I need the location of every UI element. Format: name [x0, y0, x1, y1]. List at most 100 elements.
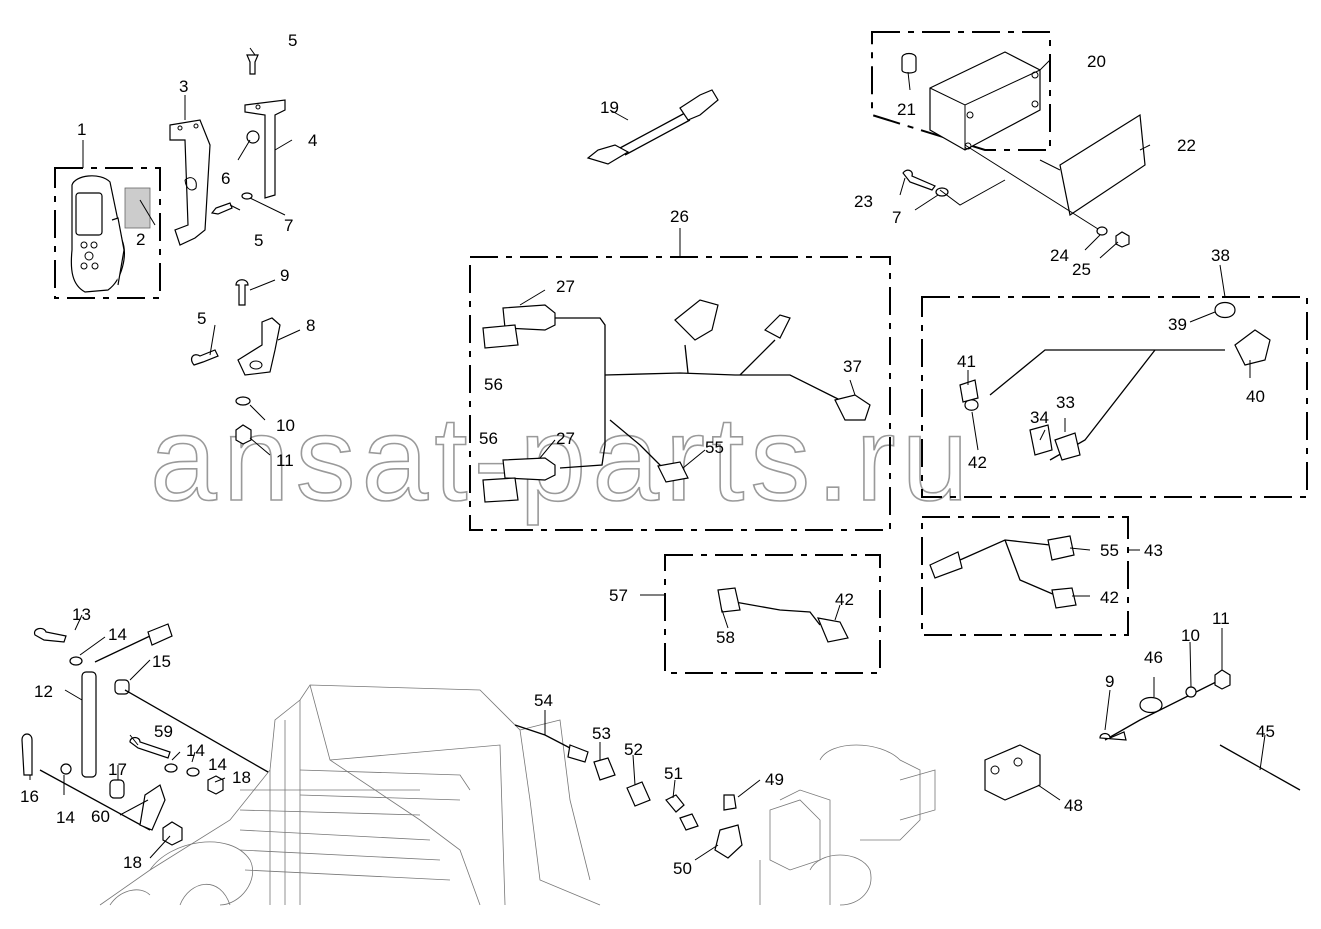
- callout-11b: 11: [1212, 609, 1230, 628]
- callout-20: 20: [1087, 52, 1106, 71]
- hydraulic-block-48: [984, 744, 1041, 801]
- handheld-terminal: [70, 175, 125, 293]
- callout-22: 22: [1177, 136, 1196, 155]
- callout-58: 58: [716, 628, 735, 647]
- group-box-26: [469, 256, 891, 531]
- callout-45: 45: [1256, 722, 1275, 741]
- bracket-3: [169, 119, 211, 246]
- callout-11a: 11: [276, 451, 294, 470]
- callout-19: 19: [600, 98, 619, 117]
- callout-42c: 42: [835, 590, 854, 609]
- callout-52: 52: [624, 740, 643, 759]
- callout-55a: 55: [705, 438, 724, 457]
- callout-18a: 18: [232, 768, 251, 787]
- bracket-8: [237, 317, 281, 376]
- callout-3: 3: [179, 77, 188, 96]
- screw-5b: [210, 202, 233, 215]
- machine-frame-drawing: [99, 684, 936, 906]
- callout-18b: 18: [123, 853, 142, 872]
- callout-34: 34: [1030, 408, 1049, 427]
- harness-43: [929, 535, 1077, 609]
- clamp-46: [1099, 669, 1231, 741]
- callout-27b: 27: [556, 429, 575, 448]
- callout-27a: 27: [556, 277, 575, 296]
- callout-12: 12: [34, 682, 53, 701]
- callout-57: 57: [609, 586, 628, 605]
- callout-24: 24: [1050, 246, 1069, 265]
- callout-25: 25: [1072, 260, 1091, 279]
- callout-9a: 9: [280, 266, 289, 285]
- harness-26: [482, 299, 871, 503]
- callout-38: 38: [1211, 246, 1230, 265]
- callout-55b: 55: [1100, 541, 1119, 560]
- callout-5b: 5: [254, 231, 263, 250]
- leader-lines-20: [939, 144, 1099, 230]
- callout-37: 37: [843, 357, 862, 376]
- callout-26: 26: [670, 207, 689, 226]
- callout-14b: 14: [186, 741, 205, 760]
- cable-57: [717, 587, 849, 643]
- nut-25: [1115, 231, 1130, 248]
- callout-1: 1: [77, 120, 86, 139]
- callout-7b: 7: [892, 208, 901, 227]
- callout-15: 15: [152, 652, 171, 671]
- cable-19: [586, 89, 719, 165]
- bracket-4: [244, 99, 286, 199]
- harness-38: [959, 301, 1271, 461]
- callout-2: 2: [136, 230, 145, 249]
- washer-7a: [241, 192, 253, 200]
- plate-22: [1059, 113, 1146, 216]
- group-box-43: [921, 516, 1129, 636]
- nut-11a: [235, 424, 252, 445]
- cap-21: [901, 52, 917, 74]
- callout-49: 49: [765, 770, 784, 789]
- screw-5a: [246, 54, 259, 75]
- group-box-1: [54, 167, 161, 299]
- callout-10a: 10: [276, 416, 295, 435]
- callout-16: 16: [20, 787, 39, 806]
- callout-17: 17: [108, 760, 127, 779]
- callout-42a: 42: [968, 453, 987, 472]
- washer-24: [1096, 226, 1108, 236]
- callout-54: 54: [534, 691, 553, 710]
- callout-48: 48: [1064, 796, 1083, 815]
- callout-14a: 14: [108, 625, 127, 644]
- callout-5c: 5: [197, 309, 206, 328]
- control-box-20: [929, 51, 1041, 151]
- callout-8: 8: [306, 316, 315, 335]
- callout-4: 4: [308, 131, 317, 150]
- callout-10b: 10: [1181, 626, 1200, 645]
- group-box-57: [664, 554, 881, 674]
- callout-33: 33: [1056, 393, 1075, 412]
- screw-23: [902, 169, 936, 191]
- fittings-chain: [514, 724, 743, 859]
- washer-10a: [235, 396, 251, 406]
- callout-40: 40: [1246, 387, 1265, 406]
- callout-7a: 7: [284, 216, 293, 235]
- callout-59: 59: [154, 722, 173, 741]
- callout-5a: 5: [288, 31, 297, 50]
- linkage-parts: [21, 623, 269, 846]
- leader-lines: [29, 47, 1266, 861]
- callout-14d: 14: [56, 808, 75, 827]
- callout-56b: 56: [479, 429, 498, 448]
- callout-46: 46: [1144, 648, 1163, 667]
- callout-53: 53: [592, 724, 611, 743]
- callout-43: 43: [1144, 541, 1163, 560]
- callout-21: 21: [897, 100, 916, 119]
- callout-56a: 56: [484, 375, 503, 394]
- callout-9b: 9: [1105, 672, 1114, 691]
- callout-14c: 14: [208, 755, 227, 774]
- callout-39: 39: [1168, 315, 1187, 334]
- group-box-38: [921, 296, 1308, 498]
- callout-13: 13: [72, 605, 91, 624]
- screw-5c: [190, 349, 219, 366]
- callout-labels: 1 2 3 4 5 5 5 6 7 7 8 9 9 10 10 11 11 12…: [20, 31, 1275, 878]
- callout-50: 50: [673, 859, 692, 878]
- label-sticker: [124, 187, 151, 229]
- callout-51: 51: [664, 764, 683, 783]
- callout-6: 6: [221, 169, 230, 188]
- callout-42b: 42: [1100, 588, 1119, 607]
- callout-60: 60: [91, 807, 110, 826]
